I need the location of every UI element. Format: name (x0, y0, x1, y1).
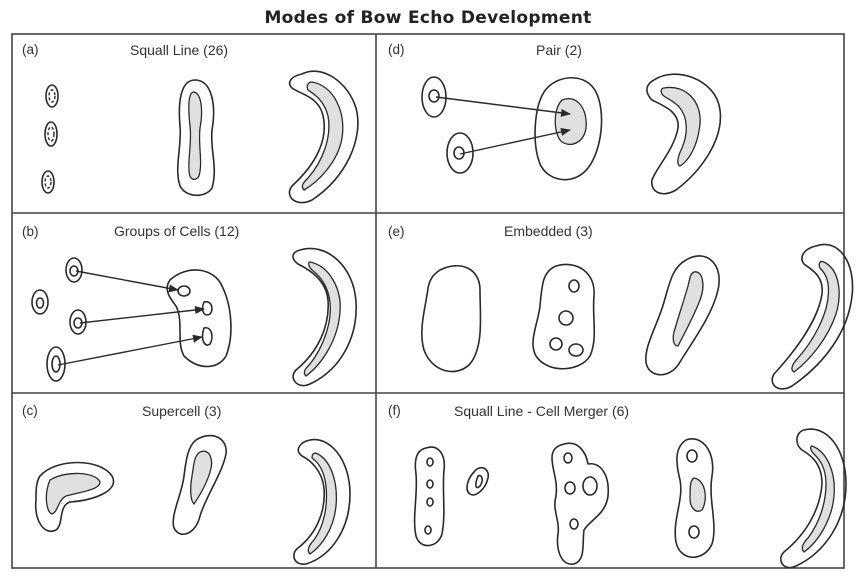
squall-line-echo (178, 80, 215, 195)
bow-echo (293, 248, 356, 385)
bow-echo (781, 429, 846, 568)
bow-echo (294, 440, 350, 565)
panel-c: (c) Supercell (3) (22, 403, 350, 564)
panel-d-label: Pair (2) (536, 42, 582, 58)
bow-echo (772, 244, 852, 388)
supercell-early (36, 463, 114, 532)
panel-f: (f) Squall Line - Cell Merger (6) (388, 403, 846, 568)
panel-d-letter: (d) (388, 42, 405, 57)
pair-cells (422, 77, 473, 173)
panel-f-letter: (f) (388, 403, 401, 418)
small-cells (42, 85, 58, 193)
panel-e: (e) Embedded (3) (388, 223, 853, 389)
merger-stage (552, 443, 608, 564)
squall-line-cells (415, 447, 445, 545)
panel-c-letter: (c) (22, 403, 38, 418)
bow-echo (289, 71, 357, 202)
supercell-mid (173, 436, 226, 535)
embedded-stage-3 (646, 256, 719, 375)
embedded-stage-1 (422, 266, 481, 372)
merged-echo (675, 439, 714, 557)
panel-a-letter: (a) (22, 42, 39, 57)
panel-f-label: Squall Line - Cell Merger (6) (454, 403, 629, 419)
panel-b: (b) Groups of Cells (12) (22, 223, 356, 386)
merged-echo (535, 78, 601, 180)
panel-e-letter: (e) (388, 224, 405, 239)
pair-arrows (436, 97, 570, 154)
panel-d: (d) Pair (2) (388, 42, 720, 194)
panel-b-label: Groups of Cells (12) (114, 223, 239, 239)
bow-echo (647, 74, 721, 193)
embedded-stage-2 (533, 264, 594, 368)
small-cell (467, 468, 488, 495)
cell-groups (32, 258, 86, 381)
panel-a-label: Squall Line (26) (130, 42, 228, 58)
merged-echo (167, 270, 231, 367)
panel-c-label: Supercell (3) (142, 403, 221, 419)
panel-a: (a) Squall Line (26) (22, 42, 358, 203)
panel-e-label: Embedded (3) (504, 223, 593, 239)
panel-b-letter: (b) (22, 224, 39, 239)
